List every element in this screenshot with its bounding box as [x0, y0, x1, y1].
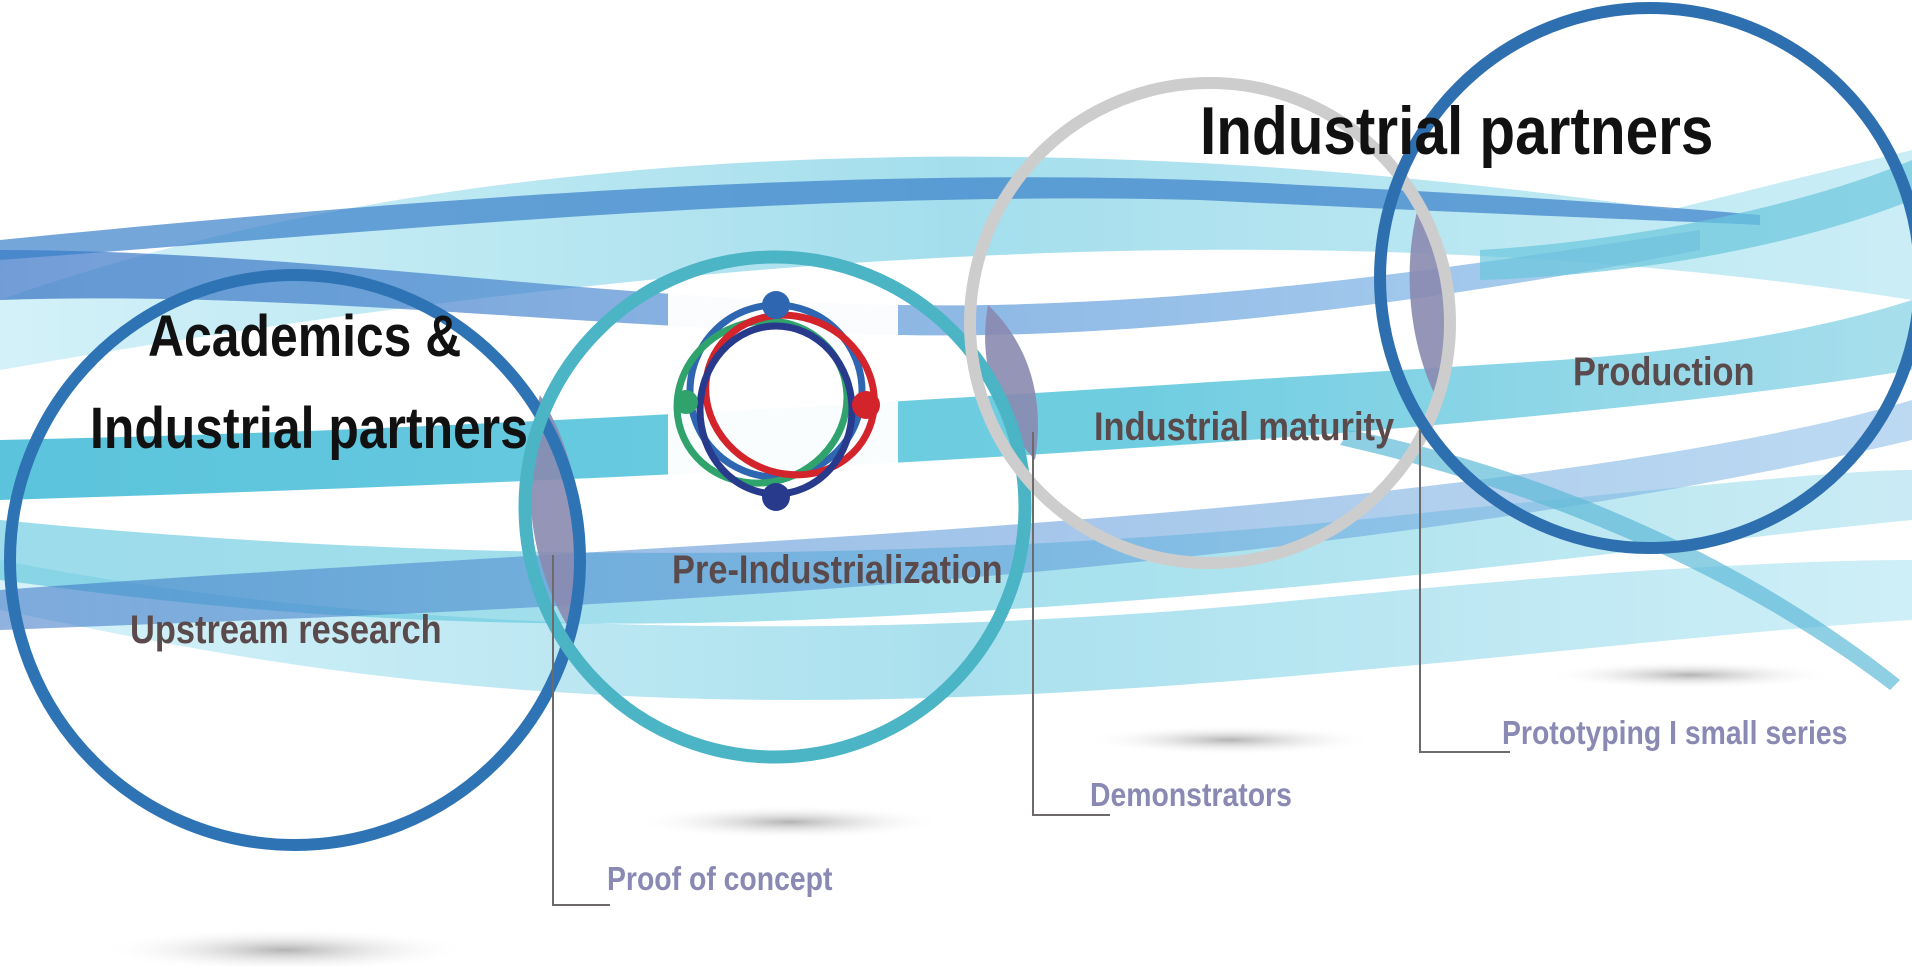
overlap-lenses: [529, 200, 1452, 625]
logo-node-blue: [762, 291, 790, 319]
logo-node-green: [674, 390, 698, 414]
ribbon-dark-lower: [0, 400, 1912, 630]
shadow-ellipse: [635, 805, 945, 839]
milestone-prototyping: Prototyping I small series: [1502, 714, 1848, 751]
stage-label-production: Production: [1573, 350, 1755, 394]
logo-node-navy: [762, 483, 790, 511]
group-label-industrial-partners: Industrial partners: [1200, 93, 1714, 169]
connector-proof-of-concept: [552, 555, 610, 906]
group-label-academic-line2: Industrial partners: [90, 396, 528, 461]
group-label-academic-industrial-2: Industrial partners: [90, 398, 528, 460]
ribbon-streak-right-2: [1480, 160, 1912, 280]
ribbon-wide: [0, 560, 1912, 700]
milestone-connectors: [552, 430, 1510, 906]
ring-pre-industrialization: [518, 250, 1032, 764]
ribbon-thin-top: [0, 177, 1760, 260]
shadow-ellipse: [1545, 661, 1835, 689]
milestone-demonstrators: Demonstrators: [1090, 776, 1292, 813]
logo-ring-red: [702, 311, 878, 479]
stage-label-industrial-maturity: Industrial maturity: [1094, 405, 1395, 449]
ring-academic: [4, 269, 586, 851]
ring-industrial-maturity: [964, 77, 1456, 569]
shadow-ellipse: [1085, 725, 1375, 755]
logo-node-red: [852, 391, 880, 419]
overlap-lens: [529, 395, 581, 625]
overlap-lens: [1409, 200, 1452, 405]
ribbon-streak-right: [1340, 430, 1900, 690]
connector-prototyping: [1419, 430, 1510, 753]
milestone-proof-of-concept: Proof of concept: [607, 860, 833, 897]
stage-label-pre-industrialization: Pre-Industrialization: [672, 548, 1003, 592]
network-logo: [673, 291, 880, 511]
overlap-lens: [985, 305, 1038, 460]
stage-label-upstream: Upstream research: [130, 608, 442, 652]
shadow-ellipse: [100, 928, 470, 966]
connector-demonstrators: [1032, 432, 1110, 816]
ribbon-mid: [0, 300, 1912, 500]
ring-production: [1374, 2, 1912, 554]
group-label-academic-line1: Academics &: [148, 304, 462, 369]
background-ribbons: [0, 150, 1912, 700]
group-label-academic-industrial: Academics &: [148, 306, 461, 368]
